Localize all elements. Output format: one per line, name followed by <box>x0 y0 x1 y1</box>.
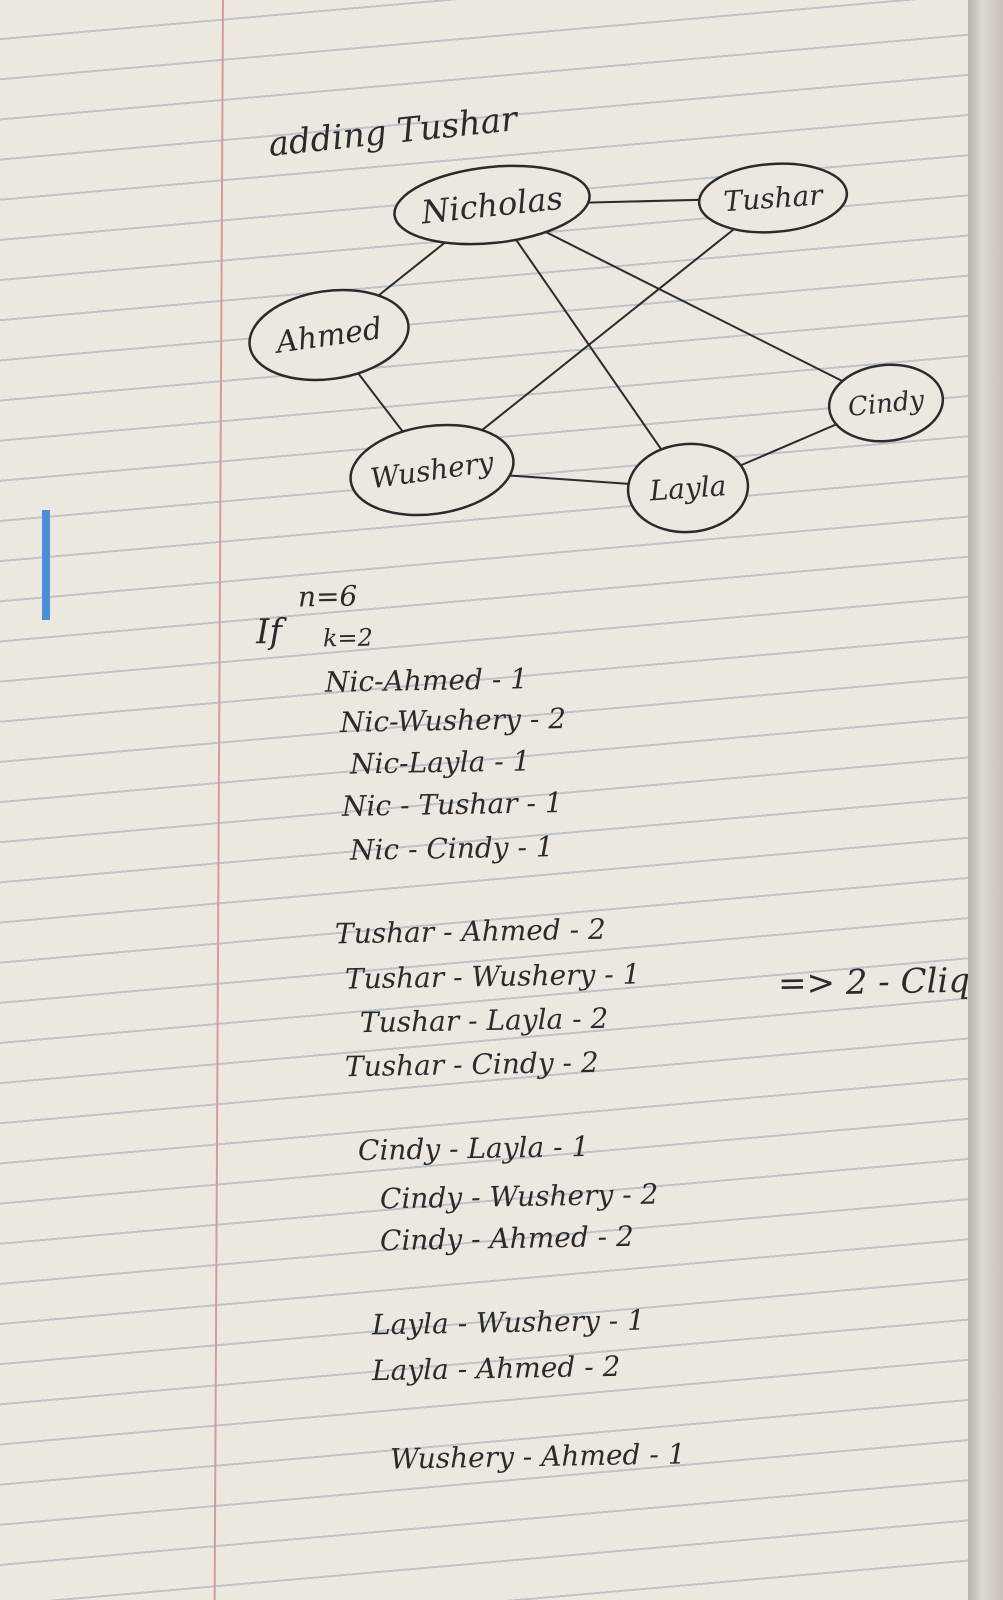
distance-tushar-layla: Tushar - Layla - 2 <box>359 1001 609 1040</box>
graph-edge-tushar-wushery <box>431 197 774 471</box>
distance-cindy-wushery: Cindy - Wushery - 2 <box>379 1177 659 1216</box>
graph-node-outline <box>626 442 750 534</box>
param-if-label: If <box>255 611 283 653</box>
graph-node-label: Layla <box>648 469 728 507</box>
graph-node-outline <box>827 363 945 443</box>
distance-cindy-ahmed: Cindy - Ahmed - 2 <box>379 1219 635 1258</box>
param-k: k=2 <box>322 623 374 653</box>
distance-nic-layla: Nic-Layla - 1 <box>349 744 531 781</box>
graph-node-layla: Layla <box>626 442 750 534</box>
graph-node-nicholas: Nicholas <box>393 164 591 246</box>
blue-tab-marker <box>42 510 50 620</box>
distance-nic-ahmed: Nic-Ahmed - 1 <box>324 662 529 699</box>
graph-node-outline <box>697 162 849 234</box>
distance-nic-cindy: Nic - Cindy - 1 <box>349 830 554 867</box>
graph-node-label: Tushar <box>722 178 825 218</box>
distance-layla-wushery: Layla - Wushery - 1 <box>371 1303 646 1342</box>
distance-layla-ahmed: Layla - Ahmed - 2 <box>371 1349 621 1388</box>
distance-cindy-layla: Cindy - Layla - 1 <box>357 1129 590 1168</box>
graph-node-cindy: Cindy <box>827 363 945 443</box>
graph-node-outline <box>248 288 410 382</box>
graph-node-wushery: Wushery <box>349 423 515 517</box>
page-stack-edge <box>968 0 1003 1600</box>
distance-tushar-ahmed: Tushar - Ahmed - 2 <box>334 912 607 951</box>
graph-node-tushar: Tushar <box>697 162 849 234</box>
distance-nic-wushery: Nic-Wushery - 2 <box>339 702 567 739</box>
graph-node-outline <box>393 164 591 246</box>
distance-wushery-ahmed: Wushery - Ahmed - 1 <box>389 1437 686 1476</box>
distance-tushar-wushery: Tushar - Wushery - 1 <box>344 957 641 996</box>
graph-edge-nicholas-layla <box>491 204 689 489</box>
distance-tushar-cindy: Tushar - Cindy - 2 <box>344 1045 599 1084</box>
graph-node-outline <box>349 423 515 517</box>
graph-node-ahmed: Ahmed <box>248 288 410 382</box>
graph-edge-nicholas-cindy <box>491 204 887 404</box>
param-n: n=6 <box>297 579 358 614</box>
distance-nic-tushar: Nic - Tushar - 1 <box>341 786 563 823</box>
